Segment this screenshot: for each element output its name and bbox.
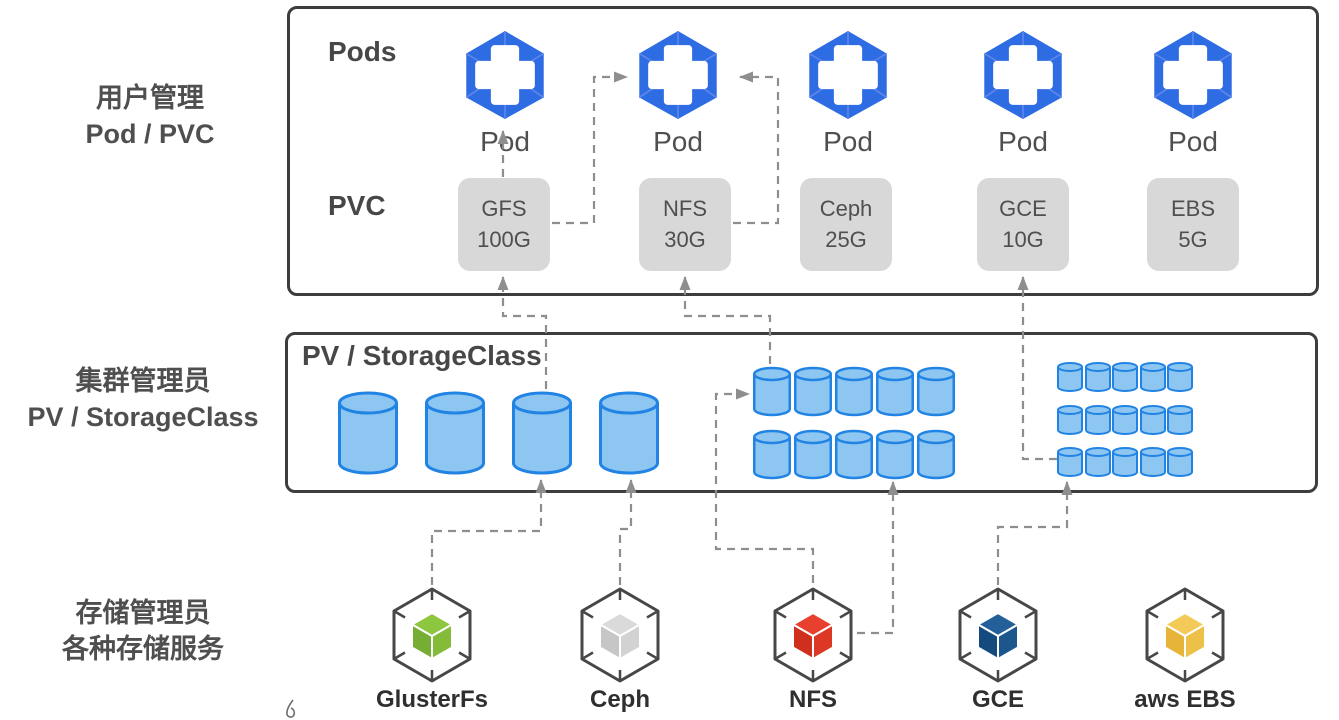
service-ceph-label: Ceph (590, 686, 650, 713)
service-gce: GCE (933, 587, 1063, 714)
service-nfs-label: NFS (789, 686, 837, 713)
glusterfs-cube-icon (392, 587, 472, 683)
pv-storageclass-title: PV / StorageClass (302, 340, 542, 371)
role-label-cluster-line1: 集群管理员 (75, 366, 211, 396)
user-managed-box (287, 6, 1319, 296)
gce-cube-icon (958, 587, 1038, 683)
service-aws-ebs: aws EBS (1120, 587, 1250, 714)
role-label-storage-line1: 存储管理员 (75, 598, 211, 628)
role-label-storage-line2: 各种存储服务 (62, 634, 224, 665)
service-glusterfs-label: GlusterFs (375, 686, 489, 713)
nfs-cube-icon (773, 587, 853, 683)
pen-cursor-mark (286, 699, 296, 718)
pods-section-label: Pods (328, 36, 397, 67)
connector-glusterfs-to-pv-large3 (430, 479, 547, 585)
pvc-section-label: PVC (328, 190, 386, 221)
service-ceph: Ceph (555, 587, 685, 714)
connector-ceph-to-pv-large4 (618, 479, 637, 585)
service-glusterfs: GlusterFs (367, 587, 497, 714)
role-label-user-line2: Pod / PVC (85, 119, 215, 150)
role-label-cluster-admin: 集群管理员 PV / StorageClass (2, 363, 284, 435)
connector-gce-service-to-pv-small (996, 481, 1073, 585)
ceph-cube-icon (580, 587, 660, 683)
connector-nfs-service-to-pv-medium-row2 (857, 481, 899, 635)
role-label-user-line1: 用户管理 (96, 83, 204, 113)
role-label-cluster-line2: PV / StorageClass (27, 402, 259, 433)
role-label-storage-admin: 存储管理员 各种存储服务 (2, 595, 284, 667)
role-label-user: 用户管理 Pod / PVC (30, 80, 270, 152)
service-gce-label: GCE (971, 686, 1024, 713)
service-aws-ebs-label: aws EBS (1134, 686, 1236, 713)
service-nfs: NFS (748, 587, 878, 714)
aws-ebs-cube-icon (1145, 587, 1225, 683)
